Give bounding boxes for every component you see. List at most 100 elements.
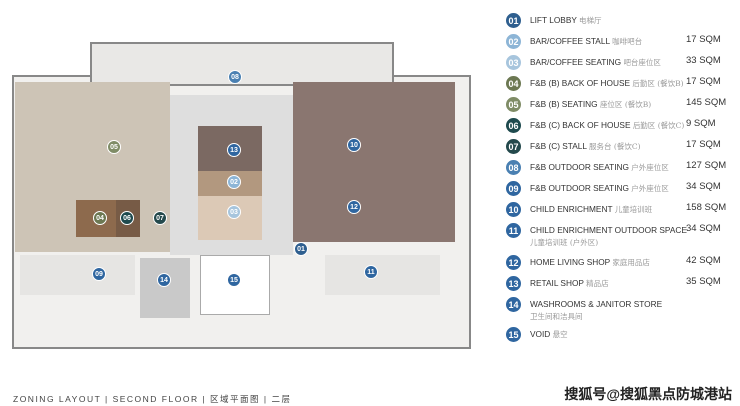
marker-15: 15	[227, 273, 241, 287]
label-cn: 电梯厅	[579, 16, 602, 25]
label: F&B OUTDOOR SEATING 户外座位区	[530, 183, 669, 194]
marker-09: 09	[92, 267, 106, 281]
legend-item: 05 F&B (B) SEATING 座位区 (餐饮B) 145 SQM	[504, 96, 734, 112]
number-badge: 06	[506, 118, 521, 133]
floor-plan: 01 02 03 04 05 06 07 08 09 10 11 12 13 1…	[12, 42, 471, 349]
outdoor-terrace-top	[90, 42, 394, 86]
number-badge: 12	[506, 255, 521, 270]
marker-10: 10	[347, 138, 361, 152]
page-caption: ZONING LAYOUT | SECOND FLOOR | 区域平面图 | 二…	[13, 394, 292, 404]
label-en: RETAIL SHOP	[530, 278, 584, 288]
number-badge: 07	[506, 139, 521, 154]
number-badge: 05	[506, 97, 521, 112]
label-cn: 吧台座位区	[623, 58, 661, 67]
legend-item: 14 WASHROOMS & JANITOR STORE 卫生间和洁具间	[504, 296, 734, 322]
label: LIFT LOBBY 电梯厅	[530, 15, 602, 26]
number-badge: 10	[506, 202, 521, 217]
label-cn: 座位区 (餐饮B)	[599, 100, 652, 109]
label-cn: 咖啡吧台	[612, 37, 643, 46]
legend-item: 08 F&B OUTDOOR SEATING 户外座位区 127 SQM	[504, 159, 734, 175]
zone-09-area	[20, 255, 135, 295]
marker-06: 06	[120, 211, 134, 225]
label-cn: 后勤区 (餐饮B)	[632, 79, 684, 88]
legend-item: 02 BAR/COFFEE STALL 咖啡吧台 17 SQM	[504, 33, 734, 49]
label: HOME LIVING SHOP 家庭用品店	[530, 257, 650, 268]
label-en: F&B (C) BACK OF HOUSE	[530, 120, 631, 130]
label-en: F&B (B) SEATING	[530, 99, 598, 109]
area: 145 SQM	[686, 97, 727, 108]
label: F&B OUTDOOR SEATING 户外座位区	[530, 162, 669, 173]
number-badge: 04	[506, 76, 521, 91]
legend-item: 12 HOME LIVING SHOP 家庭用品店 42 SQM	[504, 254, 734, 270]
legend-item: 03 BAR/COFFEE SEATING 吧台座位区 33 SQM	[504, 54, 734, 70]
legend-item: 07 F&B (C) STALL 服务台 (餐饮C) 17 SQM	[504, 138, 734, 154]
area: 158 SQM	[686, 202, 727, 213]
legend-item: 01 LIFT LOBBY 电梯厅	[504, 12, 734, 28]
zone-14-area	[140, 258, 190, 318]
area: 9 SQM	[686, 118, 716, 129]
area: 17 SQM	[686, 139, 721, 150]
marker-05: 05	[107, 140, 121, 154]
marker-13: 13	[227, 143, 241, 157]
label-en: F&B (B) BACK OF HOUSE	[530, 78, 631, 88]
marker-01: 01	[294, 242, 308, 256]
area: 34 SQM	[686, 223, 721, 234]
area: 17 SQM	[686, 76, 721, 87]
label-cn: 精品店	[586, 279, 609, 288]
marker-04: 04	[93, 211, 107, 225]
zone-10-area	[293, 82, 455, 242]
label: BAR/COFFEE SEATING 吧台座位区	[530, 57, 661, 68]
area: 17 SQM	[686, 34, 721, 45]
legend-item: 10 CHILD ENRICHMENT 儿童培训班 158 SQM	[504, 201, 734, 217]
label-cn: 卫生间和洁具间	[530, 312, 583, 321]
legend-item: 13 RETAIL SHOP 精品店 35 SQM	[504, 275, 734, 291]
label: RETAIL SHOP 精品店	[530, 278, 609, 289]
label-en: WASHROOMS & JANITOR STORE	[530, 299, 663, 309]
number-badge: 13	[506, 276, 521, 291]
label-en: BAR/COFFEE SEATING	[530, 57, 622, 67]
label-cn: 服务台 (餐饮C)	[589, 142, 641, 151]
legend-item: 04 F&B (B) BACK OF HOUSE 后勤区 (餐饮B)17 SQM	[504, 75, 734, 91]
number-badge: 09	[506, 181, 521, 196]
marker-08: 08	[228, 70, 242, 84]
area: 42 SQM	[686, 255, 721, 266]
label-cn: 家庭用品店	[612, 258, 650, 267]
marker-02: 02	[227, 175, 241, 189]
label: F&B (B) SEATING 座位区 (餐饮B)	[530, 99, 651, 110]
number-badge: 11	[506, 223, 521, 238]
label-en: F&B (C) STALL	[530, 141, 587, 151]
number-badge: 01	[506, 13, 521, 28]
label-cn: 儿童培训班 (户外区)	[530, 238, 599, 247]
marker-03: 03	[227, 205, 241, 219]
watermark: 搜狐号@搜狐黑点防城港站	[564, 386, 732, 402]
number-badge: 03	[506, 55, 521, 70]
label-cn: 儿童培训班	[614, 205, 653, 214]
label-en: HOME LIVING SHOP	[530, 257, 611, 267]
area: 35 SQM	[686, 276, 721, 287]
label: F&B (C) STALL 服务台 (餐饮C)	[530, 141, 641, 152]
label: F&B (B) BACK OF HOUSE 后勤区 (餐饮B)	[530, 78, 684, 89]
label-cn: 户外座位区	[631, 163, 669, 172]
label: BAR/COFFEE STALL 咖啡吧台	[530, 36, 642, 47]
marker-07: 07	[153, 211, 167, 225]
number-badge: 14	[506, 297, 521, 312]
zone-11-area	[325, 255, 440, 295]
label-en: VOID	[530, 329, 551, 339]
label-cn: 后勤区 (餐饮C)	[632, 121, 685, 130]
label-en: F&B OUTDOOR SEATING	[530, 183, 629, 193]
label-en: CHILD ENRICHMENT	[530, 204, 613, 214]
marker-14: 14	[157, 273, 171, 287]
number-badge: 02	[506, 34, 521, 49]
legend-item: 11 CHILD ENRICHMENT OUTDOOR SPACE 儿童培训班 (户…	[504, 222, 734, 248]
label-en: BAR/COFFEE STALL	[530, 36, 610, 46]
label-en: F&B OUTDOOR SEATING	[530, 162, 629, 172]
label: F&B (C) BACK OF HOUSE 后勤区 (餐饮C)	[530, 120, 684, 131]
area: 127 SQM	[686, 160, 727, 171]
area: 33 SQM	[686, 55, 721, 66]
label-en: LIFT LOBBY	[530, 15, 577, 25]
number-badge: 08	[506, 160, 521, 175]
marker-12: 12	[347, 200, 361, 214]
label-en: CHILD ENRICHMENT OUTDOOR SPACE	[530, 225, 687, 235]
marker-11: 11	[364, 265, 378, 279]
